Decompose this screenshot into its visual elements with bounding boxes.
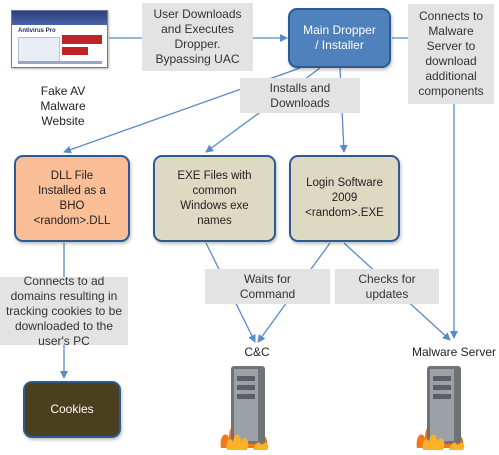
label-user-downloads: User Downloads and Executes Dropper. Byp… [142,3,253,71]
node-malware-server-label: Malware Server [411,345,497,359]
thumbnail-panel [18,37,60,63]
label-connects-ad-domains: Connects to ad domains resulting in trac… [0,274,128,348]
cnc-server-icon [220,366,269,450]
thumbnail-header-bar [12,11,107,25]
website-caption: Fake AV Malware Website [40,84,86,128]
node-cookies: Cookies [23,381,121,438]
thumbnail-title: Antivirus Pro [18,28,56,34]
node-login-software: Login Software 2009 <random>.EXE [289,155,400,242]
label-checks-for-updates: Checks for updates [335,269,439,304]
node-main-dropper: Main Dropper / Installer [288,8,391,68]
thumbnail-footer [18,61,102,64]
thumbnail-alert-block [62,35,102,44]
node-dll-file: DLL File Installed as a BHO <random>.DLL [14,155,130,242]
label-waits-for-command: Waits for Command [205,269,330,304]
malware-server-icon [416,366,465,450]
label-connects-malware-server: Connects to Malware Server to download a… [408,4,494,104]
fake-av-website-thumbnail: Antivirus Pro [11,10,108,68]
label-installs-and-downloads: Installs and Downloads [240,78,360,113]
node-cnc-label: C&C [244,345,270,359]
node-exe-files: EXE Files with common Windows exe names [153,155,276,242]
thumbnail-alert-block-2 [62,47,88,55]
